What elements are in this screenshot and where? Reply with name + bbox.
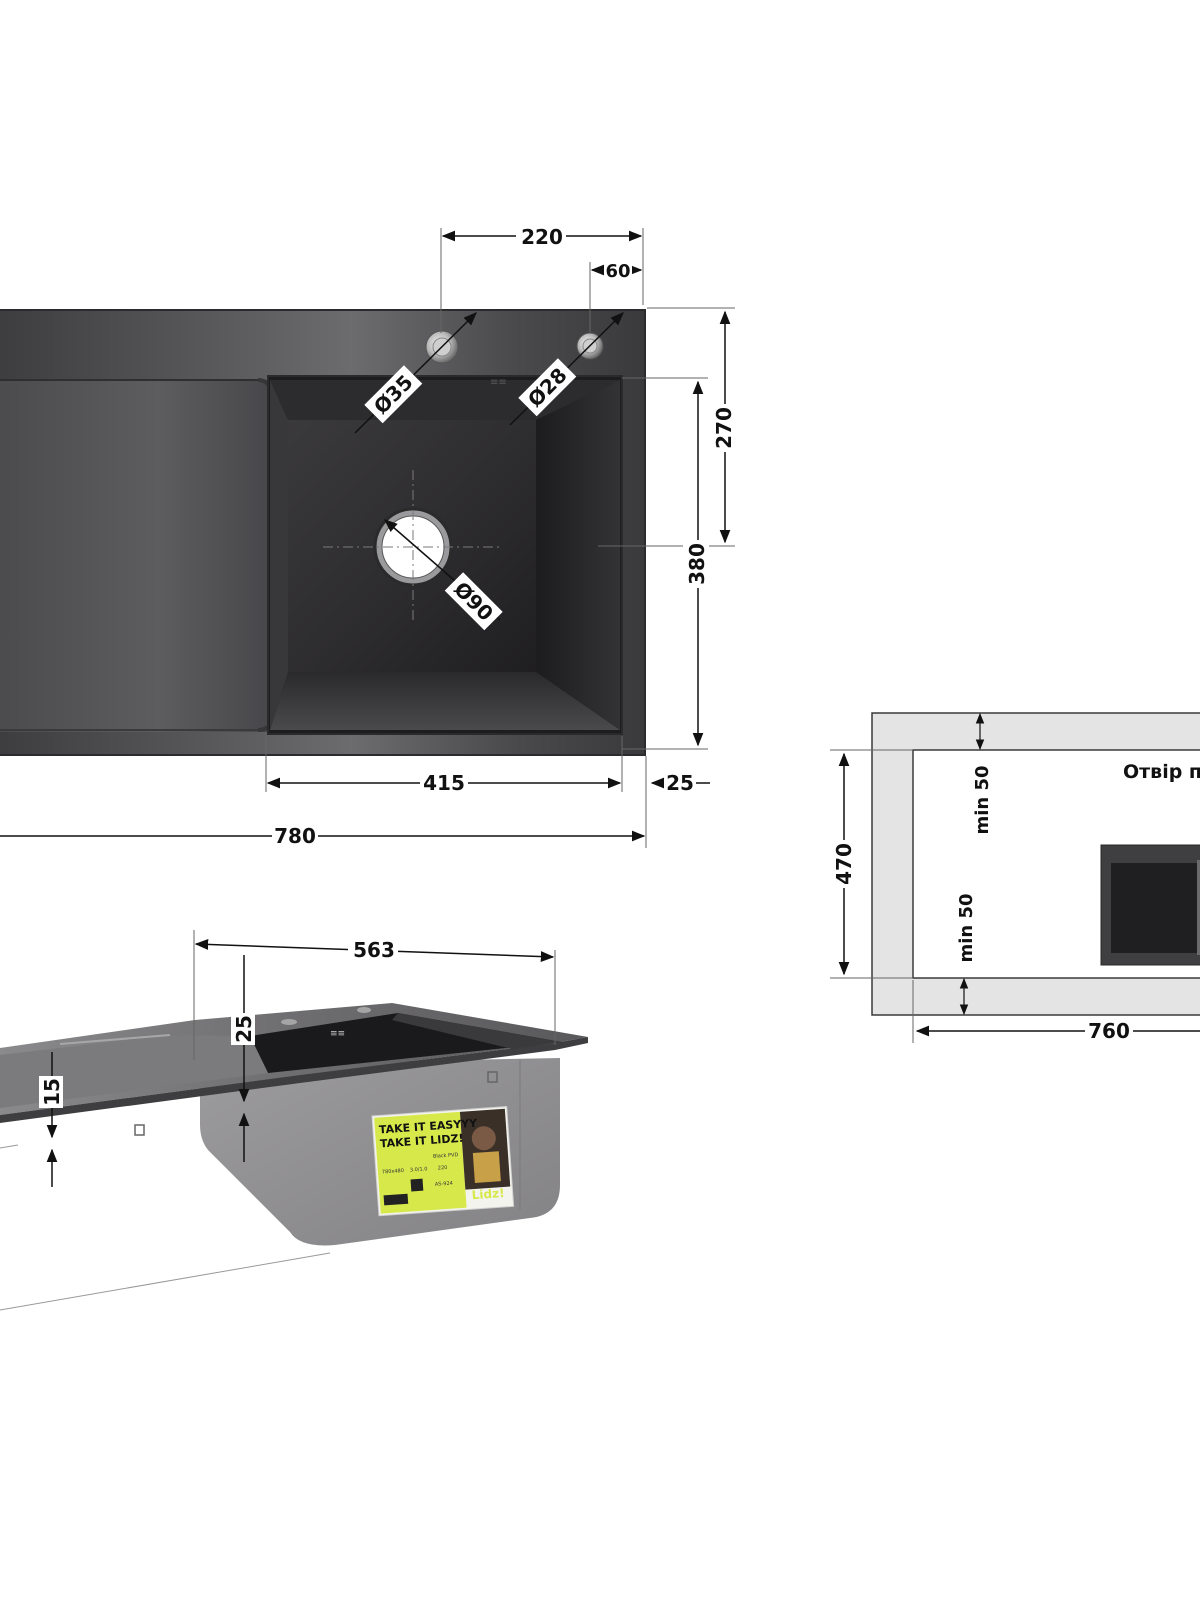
bowl-wall-bottom bbox=[270, 672, 620, 730]
mini-drainer bbox=[1197, 860, 1200, 955]
bowl-wall-left bbox=[270, 380, 288, 730]
side-drainer bbox=[0, 1035, 268, 1108]
drainer-area bbox=[0, 380, 267, 732]
sticker-size: 780x480 bbox=[382, 1168, 404, 1176]
mini-bowl bbox=[1111, 863, 1197, 953]
dim-min50-bottom: min 50 bbox=[956, 893, 977, 962]
side-tap-hole bbox=[281, 1019, 297, 1025]
sticker-qr bbox=[410, 1178, 424, 1192]
dim-563: 563 bbox=[353, 938, 395, 962]
bowl-wall-right bbox=[536, 380, 620, 730]
sticker-green-panel bbox=[374, 1111, 467, 1214]
dim-60: 60 bbox=[605, 261, 630, 282]
dim-380: 380 bbox=[685, 543, 709, 585]
overflow-mark: ≡≡ bbox=[490, 377, 507, 388]
side-bowl-opening bbox=[250, 1013, 562, 1073]
sticker-brand: Lidz! bbox=[471, 1186, 505, 1202]
cutout-view: Отвір п min 50 min 50 470 760 bbox=[830, 712, 1200, 1044]
dim-470: 470 bbox=[832, 843, 856, 885]
sticker-line-2: TAKE IT LIDZ! bbox=[380, 1132, 464, 1151]
side-bowl-wall bbox=[392, 1013, 562, 1049]
dim-25: 25 bbox=[666, 771, 694, 795]
side-drainer-line bbox=[59, 1034, 171, 1045]
sticker-thickness: 3.0/1.0 bbox=[410, 1166, 428, 1173]
dim-780: 780 bbox=[274, 824, 316, 848]
sticker-depth: 220 bbox=[438, 1165, 448, 1172]
side-small-hole bbox=[357, 1007, 371, 1013]
dim-side-15: 15 bbox=[40, 1078, 64, 1106]
side-plate-front bbox=[0, 1037, 588, 1123]
dim-min50-top: min 50 bbox=[972, 765, 993, 834]
plate-edge bbox=[0, 309, 646, 756]
mount-clip-1 bbox=[134, 1124, 145, 1136]
floor-line-1 bbox=[0, 1144, 19, 1149]
dim-270: 270 bbox=[712, 407, 736, 449]
top-view: ≡≡ 220 60 Ø35 Ø28 Ø90 bbox=[0, 223, 736, 849]
dim-415: 415 bbox=[423, 771, 465, 795]
dim-220: 220 bbox=[521, 225, 563, 249]
dim-side-25: 25 bbox=[232, 1015, 256, 1043]
product-sticker: TAKE IT EASYYY TAKE IT LIDZ! Black PVD 7… bbox=[371, 1106, 515, 1217]
side-overflow-mark: ≡≡ bbox=[330, 1029, 345, 1039]
dim-760: 760 bbox=[1088, 1019, 1130, 1043]
sticker-code: AS-924 bbox=[435, 1181, 453, 1188]
side-view: ≡≡ TAKE IT EASYYY TAKE IT LIDZ! Black PV… bbox=[0, 930, 588, 1311]
sticker-finish: Black PVD bbox=[433, 1152, 459, 1160]
floor-line-2 bbox=[0, 1252, 331, 1311]
sticker-barcode bbox=[383, 1193, 409, 1206]
mount-clip-2 bbox=[487, 1071, 498, 1083]
cutout-title: Отвір п bbox=[1123, 761, 1200, 783]
